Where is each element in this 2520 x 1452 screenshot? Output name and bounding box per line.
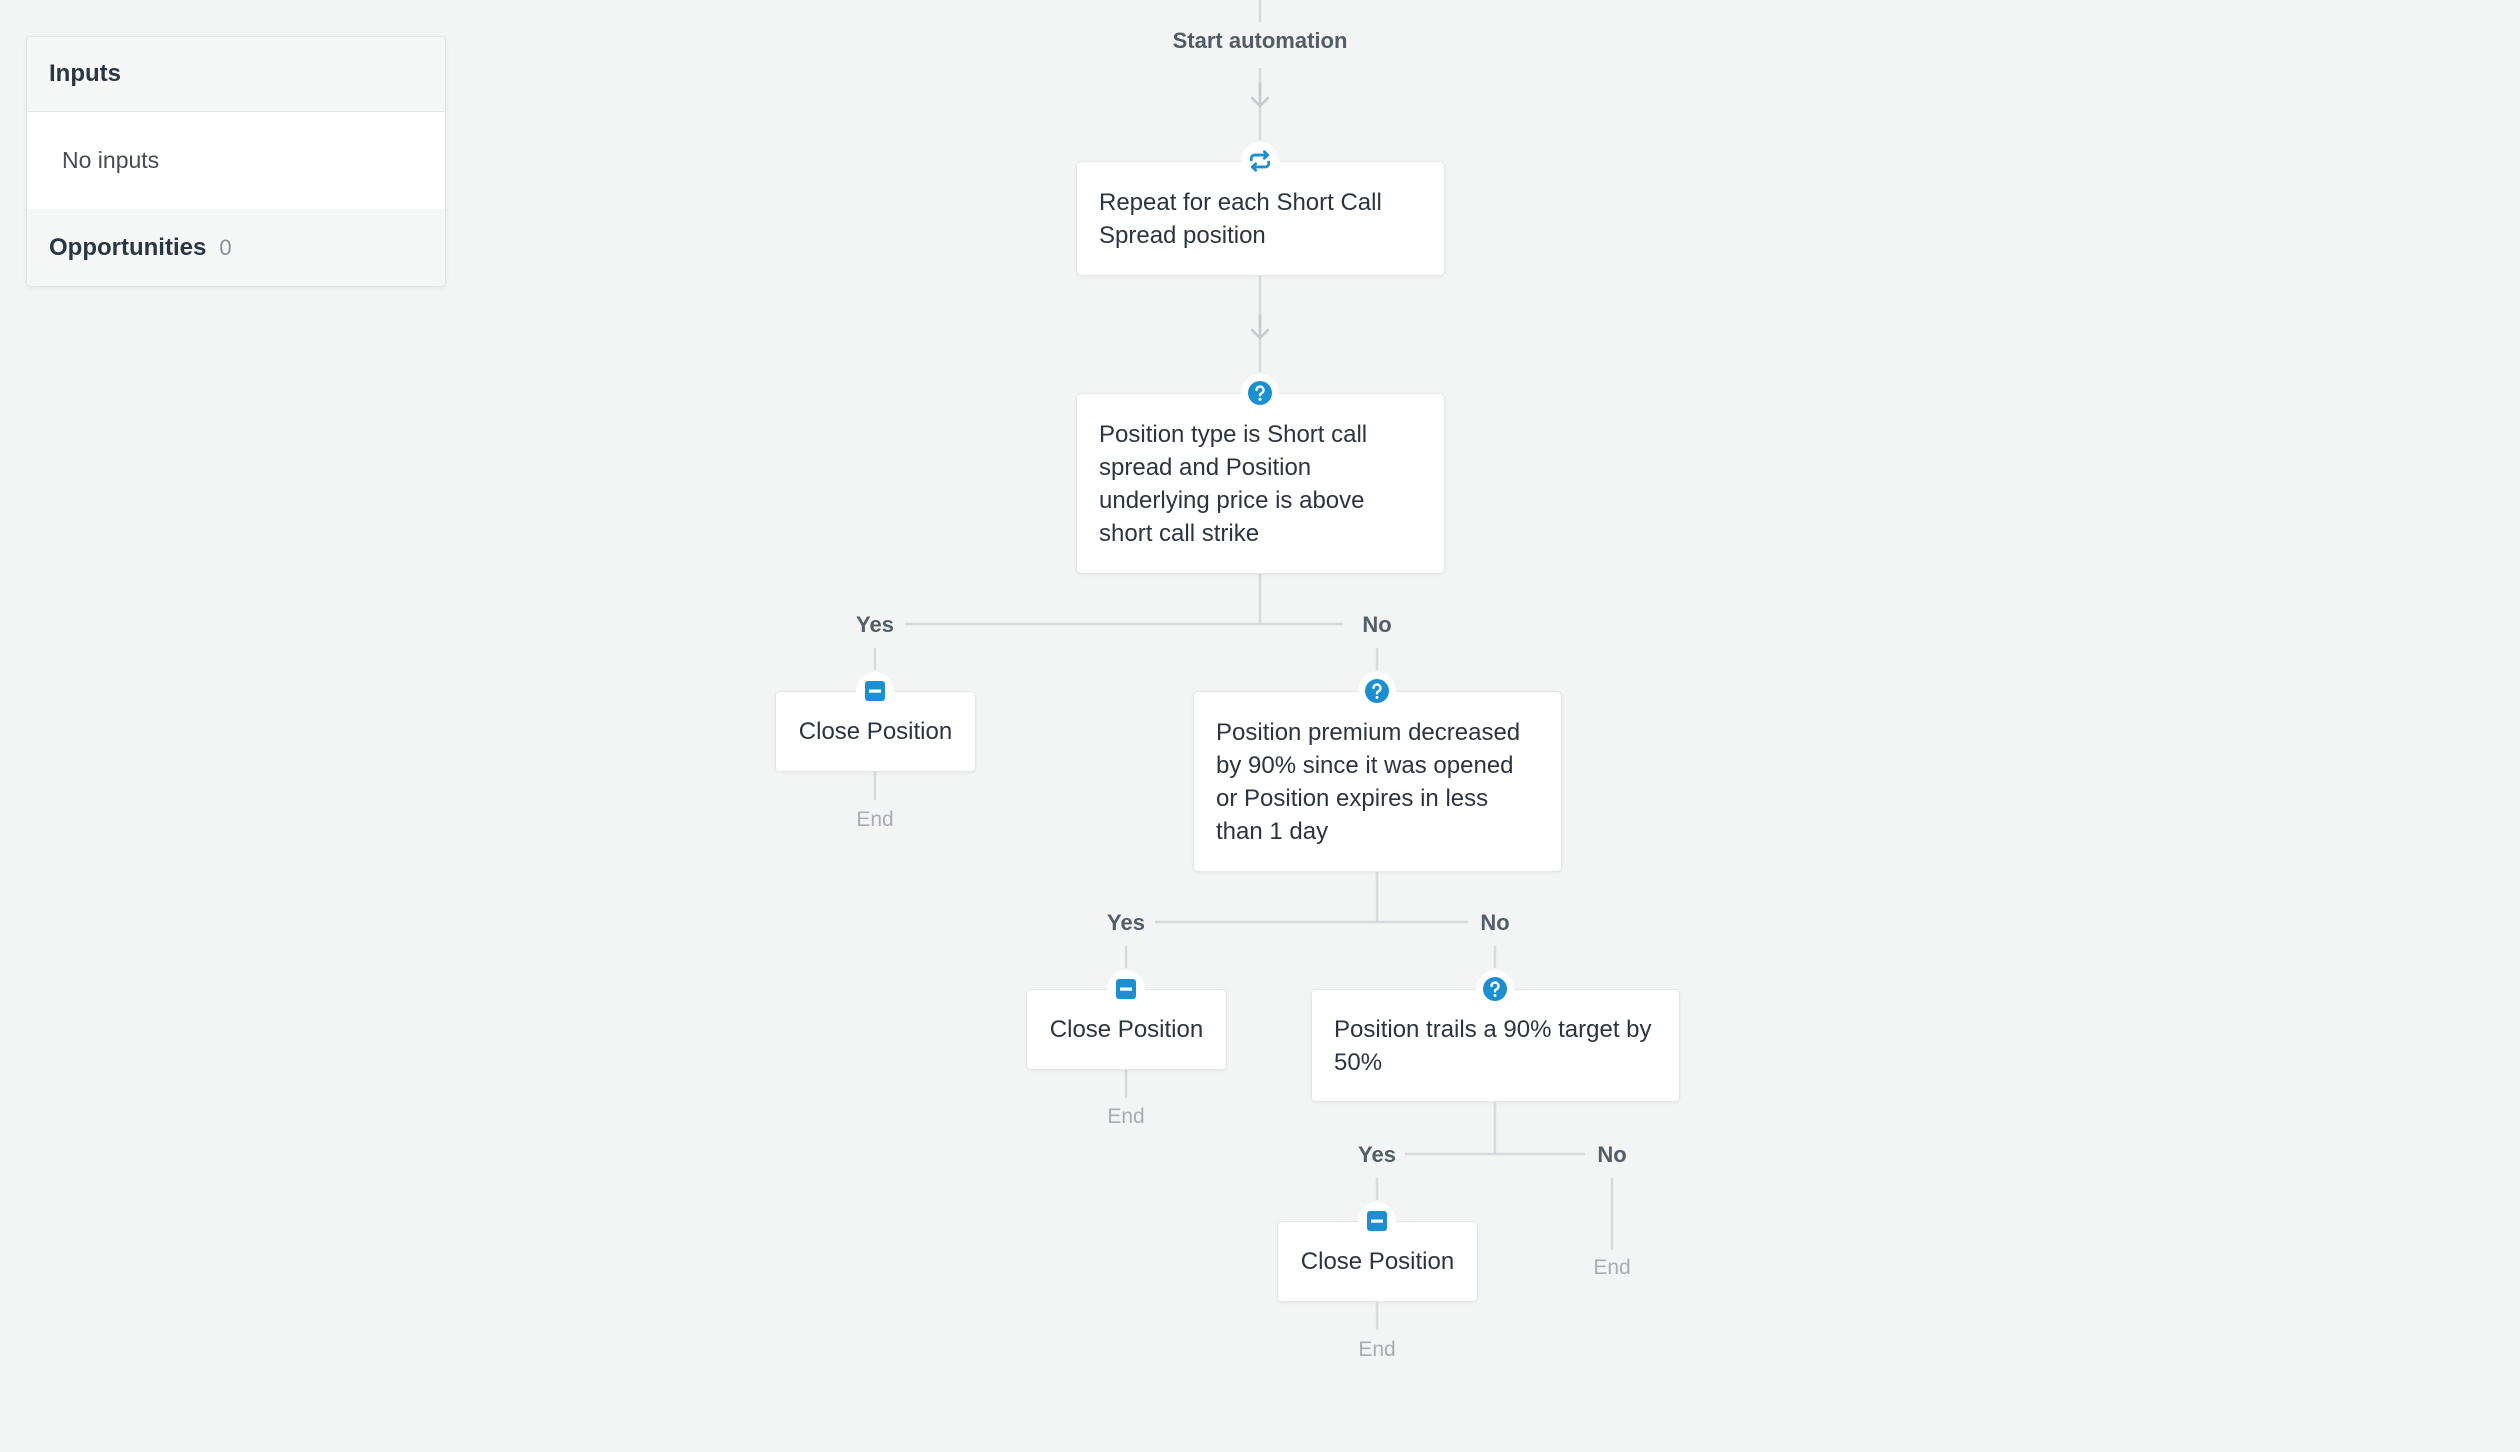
close-position-node-1[interactable]: Close Position [775, 691, 976, 772]
end-label: End [856, 808, 894, 831]
loop-node-text: Repeat for each Short Call Spread positi… [1099, 188, 1382, 249]
close-position-text: Close Position [798, 718, 953, 745]
repeat-icon [1241, 142, 1279, 180]
condition-3-text: Position trails a 90% target by 50% [1334, 1015, 1652, 1076]
minus-square-icon [1107, 970, 1145, 1008]
close-position-text: Close Position [1300, 1248, 1455, 1275]
condition-2-text: Position premium decreased by 90% since … [1216, 718, 1521, 845]
inputs-panel: Inputs No inputs Opportunities 0 [26, 36, 446, 287]
start-automation-label: Start automation [1172, 28, 1348, 53]
branch-no-label: No [1480, 910, 1510, 935]
opportunities-label: Opportunities [49, 233, 207, 261]
end-label: End [1593, 1256, 1631, 1279]
condition-1-text: Position type is Short call spread and P… [1099, 420, 1368, 547]
end-label: End [1358, 1338, 1396, 1361]
inputs-empty-text: No inputs [27, 112, 445, 209]
opportunities-count: 0 [219, 234, 232, 260]
question-icon [1358, 672, 1396, 710]
inputs-panel-title: Inputs [27, 37, 445, 112]
branch-yes-label: Yes [1107, 910, 1145, 935]
condition-node-1[interactable]: Position type is Short call spread and P… [1076, 393, 1445, 574]
arrow-down-icon [1250, 314, 1270, 340]
branch-no-label: No [1362, 612, 1392, 637]
branch-no-label: No [1597, 1142, 1627, 1167]
minus-square-icon [1358, 1202, 1396, 1240]
question-icon [1241, 374, 1279, 412]
minus-square-icon [856, 672, 894, 710]
branch-yes-label: Yes [856, 612, 894, 637]
opportunities-row[interactable]: Opportunities 0 [27, 209, 445, 286]
close-position-text: Close Position [1049, 1016, 1204, 1043]
condition-node-2[interactable]: Position premium decreased by 90% since … [1193, 691, 1562, 872]
question-icon [1476, 970, 1514, 1008]
loop-node[interactable]: Repeat for each Short Call Spread positi… [1076, 161, 1445, 276]
end-label: End [1107, 1105, 1145, 1128]
branch-yes-label: Yes [1358, 1142, 1396, 1167]
arrow-down-icon [1250, 82, 1270, 108]
